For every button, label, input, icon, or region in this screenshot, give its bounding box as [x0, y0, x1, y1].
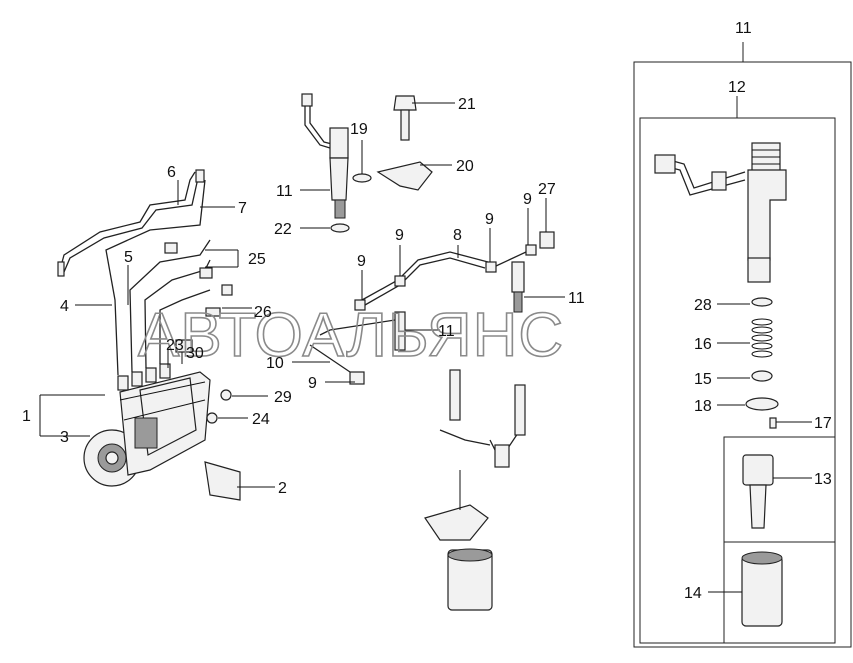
callout-19: 19: [350, 121, 368, 138]
washer: [220, 389, 232, 401]
callout-9-c: 9: [485, 211, 494, 228]
callout-9-a: 9: [357, 253, 366, 270]
callout-30: 30: [186, 345, 204, 362]
callout-labels: 1 3 2 4 5 6 7 25 26 23 30 29 24 11 22 19…: [22, 20, 832, 602]
callout-25: 25: [248, 251, 266, 268]
callout-14: 14: [684, 585, 702, 602]
callout-15: 15: [694, 371, 712, 388]
leader-lines: [39, 102, 812, 593]
callout-20: 20: [456, 158, 474, 175]
injector-mid: [511, 261, 525, 313]
high-pressure-lines: [57, 169, 213, 376]
callout-18: 18: [694, 398, 712, 415]
callout-16: 16: [694, 336, 712, 353]
callout-11-top: 11: [276, 183, 293, 200]
callout-2: 2: [278, 480, 287, 497]
callout-5: 5: [124, 249, 133, 266]
injector-clamp: [376, 161, 433, 191]
callout-4: 4: [60, 298, 69, 315]
callout-9-d: 9: [523, 191, 532, 208]
injection-pump: [83, 339, 211, 487]
callout-10: 10: [266, 355, 284, 372]
callout-3: 3: [60, 429, 69, 446]
callout-6: 6: [167, 164, 176, 181]
washer-19: [352, 173, 372, 183]
callout-22: 22: [274, 221, 292, 238]
return-line: [354, 231, 555, 311]
callout-11-mid: 11: [568, 290, 585, 307]
callout-9-b: 9: [395, 227, 404, 244]
callout-21: 21: [458, 96, 476, 113]
callout-13: 13: [814, 471, 832, 488]
callout-12: 12: [728, 79, 746, 96]
callout-24: 24: [252, 411, 270, 428]
washer-22: [330, 223, 350, 233]
callout-26: 26: [254, 304, 272, 321]
banjo-bolt: [205, 284, 233, 317]
callout-7: 7: [238, 200, 247, 217]
callout-27: 27: [538, 181, 556, 198]
callout-11-low: 11: [438, 323, 455, 340]
callout-28: 28: [694, 297, 712, 314]
callout-29: 29: [274, 389, 292, 406]
callout-11-panel: 11: [735, 20, 752, 37]
callout-8: 8: [453, 227, 462, 244]
leak-off-pipe: [309, 311, 406, 385]
callout-23: 23: [166, 337, 184, 354]
injector-exploded-view: [633, 42, 852, 648]
bracket: [204, 461, 241, 501]
callout-9-e: 9: [308, 375, 317, 392]
watermark: АВТОАЛЬЯНС: [138, 301, 564, 370]
clamp-bolt: [393, 95, 417, 141]
fuel-filter: [424, 369, 526, 611]
callout-1: 1: [22, 408, 31, 425]
callout-17: 17: [814, 415, 832, 432]
injector-top: [301, 93, 349, 219]
